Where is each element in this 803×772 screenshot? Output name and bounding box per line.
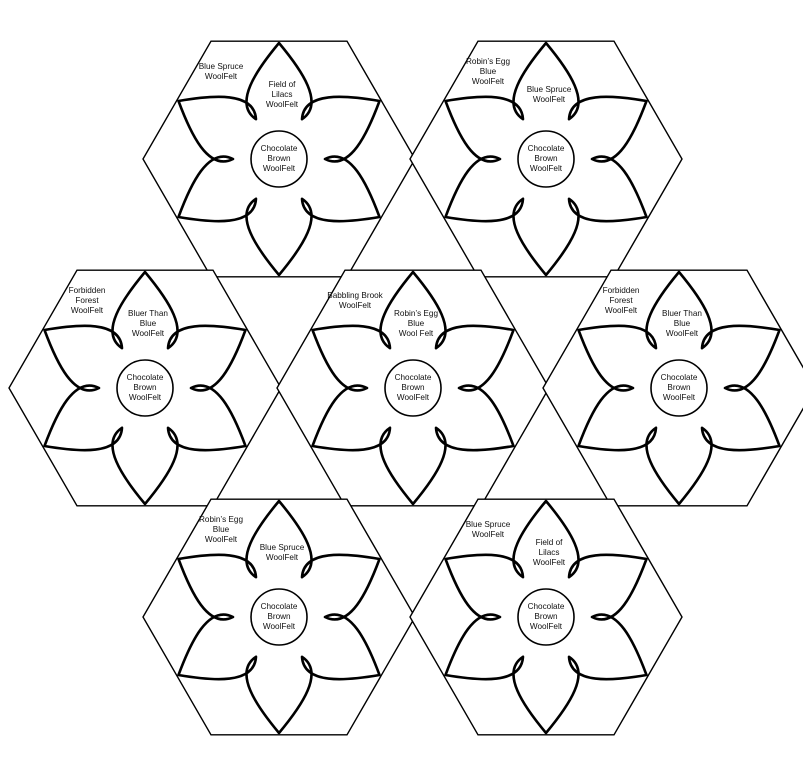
center-felt-label-line: Chocolate <box>661 373 698 382</box>
petal-felt-label-line: WoolFelt <box>533 558 566 567</box>
background-felt-label-line: Forest <box>75 296 99 305</box>
petal-felt-label-line: WoolFelt <box>266 100 299 109</box>
petal-felt-label-line: Wool Felt <box>399 329 434 338</box>
background-felt-label-line: Forest <box>609 296 633 305</box>
background-felt-label-line: Blue <box>213 525 230 534</box>
center-felt-label-line: Brown <box>267 154 291 163</box>
petal-felt-label-line: Field of <box>536 538 564 547</box>
background-felt-label-line: WoolFelt <box>472 77 505 86</box>
background-felt-label-line: WoolFelt <box>205 72 238 81</box>
background-felt-label-line: Blue Spruce <box>199 62 244 71</box>
center-felt-label-line: WoolFelt <box>530 164 563 173</box>
background-felt-label-line: WoolFelt <box>205 535 238 544</box>
center-felt-label-line: Brown <box>133 383 157 392</box>
background-felt-label-line: Robin’s Egg <box>199 515 243 524</box>
center-felt-label-line: WoolFelt <box>530 622 563 631</box>
petal-felt-label-line: Bluer Than <box>128 309 168 318</box>
background-felt-label-line: Forbidden <box>603 286 640 295</box>
petal-felt-label-line: WoolFelt <box>666 329 699 338</box>
center-felt-label-line: WoolFelt <box>263 622 296 631</box>
center-felt-label-line: WoolFelt <box>263 164 296 173</box>
petal-felt-label-line: Lilacs <box>272 90 293 99</box>
center-felt-label-line: Chocolate <box>528 602 565 611</box>
background-felt-label-line: Blue <box>480 67 497 76</box>
background-felt-label-line: Forbidden <box>69 286 106 295</box>
center-felt-label-line: Brown <box>667 383 691 392</box>
petal-felt-label-line: WoolFelt <box>266 553 299 562</box>
center-felt-label-line: WoolFelt <box>129 393 162 402</box>
petal-felt-label-line: WoolFelt <box>132 329 165 338</box>
center-felt-label-line: Brown <box>534 612 558 621</box>
center-felt-label-line: WoolFelt <box>663 393 696 402</box>
petal-felt-label-line: Blue <box>140 319 157 328</box>
petal-felt-label-line: Bluer Than <box>662 309 702 318</box>
center-felt-label-line: Chocolate <box>395 373 432 382</box>
petal-felt-label-line: Field of <box>269 80 297 89</box>
petal-felt-label-line: Blue Spruce <box>527 85 572 94</box>
petal-felt-label-line: Robin’s Egg <box>394 309 438 318</box>
background-felt-label-line: WoolFelt <box>71 306 104 315</box>
background-felt-label-line: Robin’s Egg <box>466 57 510 66</box>
center-felt-label-line: Brown <box>401 383 425 392</box>
center-felt-label-line: WoolFelt <box>397 393 430 402</box>
petal-felt-label-line: Lilacs <box>539 548 560 557</box>
center-felt-label-line: Chocolate <box>127 373 164 382</box>
center-felt-label-line: Brown <box>267 612 291 621</box>
background-felt-label-line: WoolFelt <box>605 306 638 315</box>
center-felt-label-line: Chocolate <box>261 144 298 153</box>
background-felt-label-line: WoolFelt <box>339 301 372 310</box>
petal-felt-label-line: WoolFelt <box>533 95 566 104</box>
center-felt-label-line: Chocolate <box>261 602 298 611</box>
center-felt-label-line: Chocolate <box>528 144 565 153</box>
background-felt-label-line: Blue Spruce <box>466 520 511 529</box>
background-felt-label-line: Babbling Brook <box>327 291 383 300</box>
petal-felt-label-line: Blue <box>408 319 425 328</box>
petal-felt-label-line: Blue Spruce <box>260 543 305 552</box>
center-felt-label-line: Brown <box>534 154 558 163</box>
petal-felt-label-line: Blue <box>674 319 691 328</box>
background-felt-label-line: WoolFelt <box>472 530 505 539</box>
